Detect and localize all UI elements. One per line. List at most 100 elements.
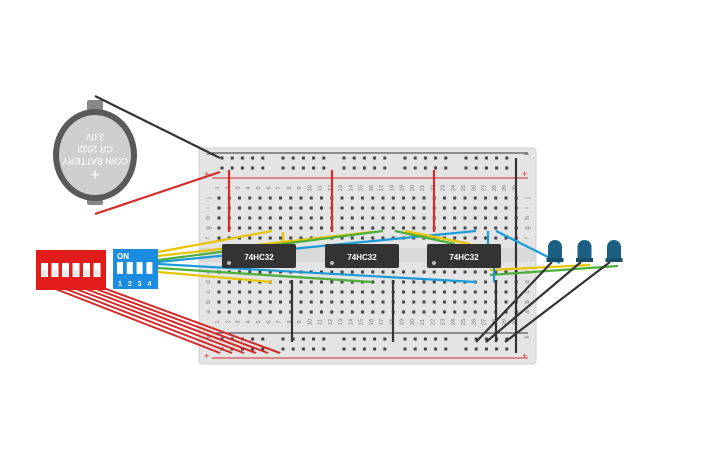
terminal-hole[interactable]: [484, 196, 487, 200]
rail-hole[interactable]: [362, 166, 366, 170]
terminal-hole[interactable]: [361, 196, 364, 200]
terminal-hole[interactable]: [473, 216, 477, 220]
terminal-hole[interactable]: [402, 270, 405, 274]
chip-1[interactable]: 74HC32: [222, 244, 296, 268]
rail-hole[interactable]: [413, 156, 417, 160]
yellow-wire-3[interactable]: [157, 270, 273, 284]
terminal-hole[interactable]: [381, 300, 385, 304]
terminal-hole[interactable]: [463, 300, 467, 304]
terminal-hole[interactable]: [412, 226, 416, 230]
rail-hole[interactable]: [474, 337, 478, 341]
terminal-hole[interactable]: [422, 206, 426, 210]
terminal-hole[interactable]: [504, 280, 508, 284]
terminal-hole[interactable]: [443, 270, 446, 274]
terminal-hole[interactable]: [402, 216, 405, 220]
rail-hole[interactable]: [352, 347, 356, 351]
rail-hole[interactable]: [291, 347, 295, 351]
terminal-hole[interactable]: [350, 206, 354, 210]
terminal-hole[interactable]: [248, 300, 252, 304]
terminal-hole[interactable]: [258, 196, 262, 200]
rail-hole[interactable]: [220, 156, 224, 160]
terminal-hole[interactable]: [268, 236, 272, 240]
terminal-hole[interactable]: [289, 310, 293, 314]
terminal-hole[interactable]: [453, 196, 457, 200]
terminal-hole[interactable]: [299, 206, 303, 210]
rail-hole[interactable]: [261, 347, 265, 351]
terminal-hole[interactable]: [453, 236, 457, 240]
terminal-hole[interactable]: [268, 226, 272, 230]
rail-hole[interactable]: [464, 337, 468, 341]
terminal-hole[interactable]: [217, 310, 221, 314]
rail-hole[interactable]: [240, 166, 244, 170]
terminal-hole[interactable]: [330, 310, 334, 314]
rail-hole[interactable]: [373, 337, 377, 341]
red-dip-switch[interactable]: [36, 250, 106, 290]
terminal-hole[interactable]: [463, 196, 467, 200]
terminal-hole[interactable]: [463, 270, 467, 274]
terminal-hole[interactable]: [309, 280, 313, 284]
terminal-hole[interactable]: [268, 206, 272, 210]
terminal-hole[interactable]: [473, 270, 477, 274]
terminal-hole[interactable]: [350, 290, 354, 294]
blue-dip-toggle[interactable]: [117, 262, 123, 274]
terminal-hole[interactable]: [432, 300, 436, 304]
terminal-hole[interactable]: [473, 196, 477, 200]
rail-hole[interactable]: [342, 347, 346, 351]
led3-signal-wire[interactable]: [489, 264, 619, 277]
terminal-hole[interactable]: [258, 290, 262, 294]
terminal-hole[interactable]: [463, 206, 467, 210]
terminal-hole[interactable]: [299, 300, 303, 304]
rail-hole[interactable]: [373, 347, 377, 351]
terminal-hole[interactable]: [412, 196, 416, 200]
rail-hole[interactable]: [301, 347, 305, 351]
terminal-hole[interactable]: [299, 216, 303, 220]
terminal-hole[interactable]: [340, 300, 344, 304]
terminal-hole[interactable]: [361, 300, 364, 304]
terminal-hole[interactable]: [309, 226, 313, 230]
terminal-hole[interactable]: [443, 226, 446, 230]
terminal-hole[interactable]: [289, 226, 293, 230]
terminal-hole[interactable]: [484, 236, 487, 240]
terminal-hole[interactable]: [350, 236, 354, 240]
terminal-hole[interactable]: [299, 236, 303, 240]
terminal-hole[interactable]: [217, 290, 221, 294]
terminal-hole[interactable]: [412, 270, 416, 274]
terminal-hole[interactable]: [217, 196, 221, 200]
rail-hole[interactable]: [322, 166, 326, 170]
rail-hole[interactable]: [301, 156, 305, 160]
terminal-hole[interactable]: [371, 206, 375, 210]
terminal-hole[interactable]: [453, 216, 457, 220]
terminal-hole[interactable]: [238, 290, 241, 294]
terminal-hole[interactable]: [432, 310, 436, 314]
rail-hole[interactable]: [352, 166, 356, 170]
terminal-hole[interactable]: [350, 300, 354, 304]
terminal-hole[interactable]: [330, 300, 334, 304]
terminal-hole[interactable]: [484, 206, 487, 210]
terminal-hole[interactable]: [402, 196, 405, 200]
terminal-hole[interactable]: [258, 206, 262, 210]
terminal-hole[interactable]: [391, 270, 395, 274]
rail-hole[interactable]: [434, 156, 438, 160]
rail-hole[interactable]: [464, 166, 468, 170]
terminal-hole[interactable]: [484, 280, 487, 284]
terminal-hole[interactable]: [268, 310, 272, 314]
terminal-hole[interactable]: [340, 196, 344, 200]
terminal-hole[interactable]: [484, 226, 487, 230]
terminal-hole[interactable]: [361, 270, 364, 274]
rail-hole[interactable]: [240, 156, 244, 160]
terminal-hole[interactable]: [279, 236, 282, 240]
terminal-hole[interactable]: [350, 226, 354, 230]
terminal-hole[interactable]: [473, 226, 477, 230]
terminal-hole[interactable]: [268, 290, 272, 294]
rail-hole[interactable]: [444, 347, 448, 351]
terminal-hole[interactable]: [381, 226, 385, 230]
rail-hole[interactable]: [505, 166, 509, 170]
terminal-hole[interactable]: [330, 290, 334, 294]
rail-hole[interactable]: [362, 347, 366, 351]
terminal-hole[interactable]: [279, 290, 282, 294]
terminal-hole[interactable]: [248, 196, 252, 200]
rail-hole[interactable]: [301, 166, 305, 170]
terminal-hole[interactable]: [453, 290, 457, 294]
terminal-hole[interactable]: [371, 300, 375, 304]
